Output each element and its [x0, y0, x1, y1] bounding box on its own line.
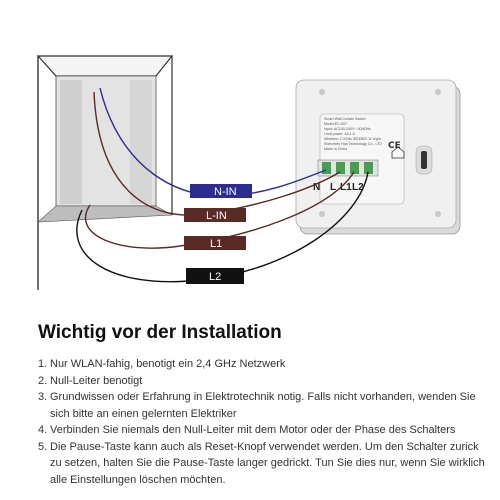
- list-item: 3.Grundwissen oder Erfahrung in Elektrot…: [38, 389, 488, 422]
- step-text: Nur WLAN-fahig, benotigt ein 2,4 GHz Net…: [50, 358, 286, 370]
- step-number: 4.: [38, 424, 48, 436]
- terminal-block: N L L1 L2: [313, 159, 379, 193]
- wire-tag-n-in: N-IN: [190, 184, 252, 198]
- wire-tag-l-in: L-IN: [184, 208, 246, 222]
- list-item: 2.Null-Leiter benotigt: [38, 373, 488, 390]
- wire-tag-l2: L2: [186, 268, 244, 284]
- step-number: 2.: [38, 374, 48, 387]
- step-number: 1.: [38, 358, 48, 370]
- home-icon: [391, 146, 405, 159]
- wire-label: L1: [210, 238, 222, 250]
- step-text: Grundwissen oder Erfahrung in Elektrotec…: [50, 391, 476, 420]
- list-item: 4.Verbinden Sie niemals den Null-Leiter …: [38, 422, 488, 439]
- smart-switch-device: Smart Wall Curtain Switch Model:EC-007 I…: [295, 79, 461, 235]
- terminal-label-n: N: [313, 182, 320, 193]
- wiring-diagram: Smart Wall Curtain Switch Model:EC-007 I…: [36, 55, 461, 290]
- list-item: 1.Nur WLAN-fahig, benotigt ein 2,4 GHz N…: [38, 356, 488, 373]
- instruction-list: 1.Nur WLAN-fahig, benotigt ein 2,4 GHz N…: [38, 356, 488, 488]
- step-text: Die Pause-Taste kann auch als Reset-Knop…: [50, 440, 485, 486]
- step-number: 5.: [38, 440, 48, 453]
- spec-line: Shenzhen Han Technology Co., LTD: [324, 142, 382, 146]
- spec-line: Input: AC100-240V~ 50/60Hz: [324, 127, 371, 131]
- ce-mark-icon: CE: [388, 141, 401, 151]
- spec-line: Made in China: [324, 147, 347, 151]
- wall-box: [36, 55, 174, 290]
- wire-tag-l1: L1: [184, 236, 246, 250]
- spec-line: Model:EC-007: [324, 122, 347, 126]
- list-item: 5.Die Pause-Taste kann auch als Reset-Kn…: [38, 439, 488, 489]
- step-text: Null-Leiter benotigt: [50, 374, 143, 387]
- step-number: 3.: [38, 391, 48, 403]
- wire-label: L-IN: [206, 210, 227, 222]
- wire-label: L2: [209, 271, 221, 283]
- switch-spec-label: Smart Wall Curtain Switch Model:EC-007 I…: [324, 117, 382, 151]
- page-title: Wichtig vor der Installation: [38, 322, 282, 343]
- wire-label: N-IN: [214, 186, 237, 198]
- terminal-label-l: L: [330, 182, 336, 193]
- spec-line: Limit power: 4A 1.5: [324, 132, 355, 136]
- terminal-label-l2: L2: [352, 182, 364, 193]
- spec-line: Wireless: 2.4GHz IEEE802.11 b/g/n: [324, 137, 381, 141]
- terminal-label-l1: L1: [340, 182, 352, 193]
- spec-line: Smart Wall Curtain Switch: [324, 117, 366, 121]
- step-text: Verbinden Sie niemals den Null-Leiter mi…: [50, 424, 456, 436]
